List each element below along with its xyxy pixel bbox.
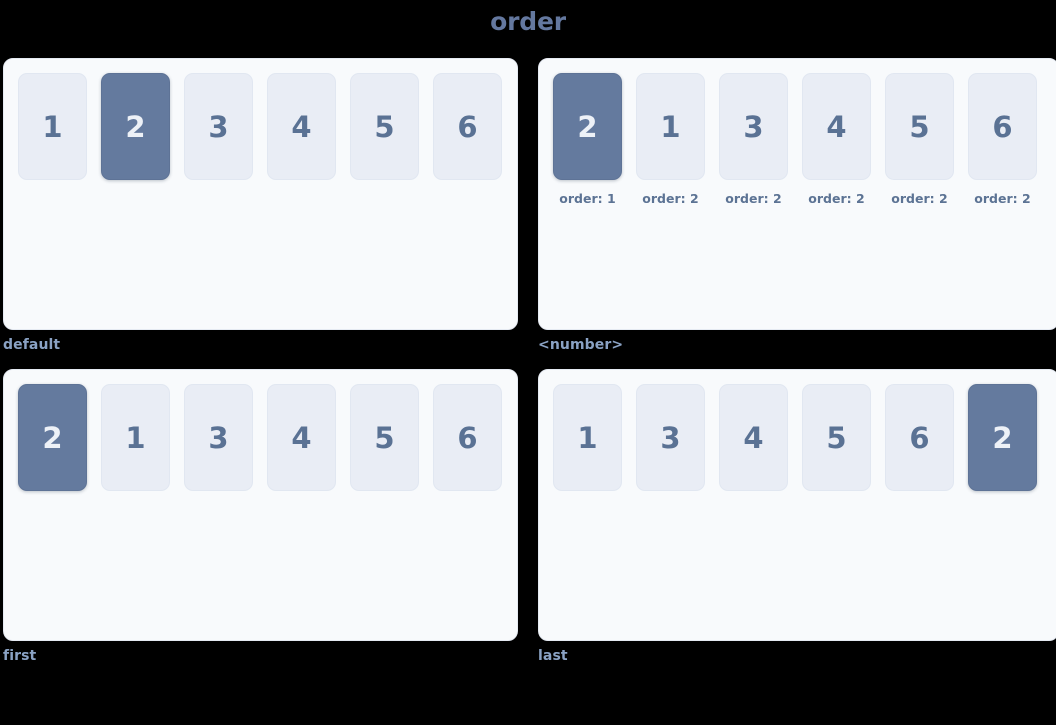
order-value-label: order: 2: [808, 191, 865, 206]
order-value-label: order: 2: [725, 191, 782, 206]
order-item-box[interactable]: 1: [636, 73, 705, 180]
order-item: 2 order: 1: [553, 73, 622, 206]
order-item-box-highlighted[interactable]: 2: [101, 73, 170, 180]
order-item-box[interactable]: 5: [802, 384, 871, 491]
order-item-box[interactable]: 4: [802, 73, 871, 180]
order-item: 5: [350, 73, 419, 180]
order-item-box[interactable]: 6: [885, 384, 954, 491]
order-item: 6: [885, 384, 954, 491]
panel-cell-number: 2 order: 1 1 order: 2 3 order: 2 4 order: 2 5 ord…: [538, 58, 1056, 353]
order-item-box[interactable]: 5: [350, 384, 419, 491]
panel-caption-default: default: [3, 337, 61, 353]
order-item-box[interactable]: 3: [636, 384, 705, 491]
order-item-box[interactable]: 1: [101, 384, 170, 491]
order-item: 1: [553, 384, 622, 491]
order-item-box[interactable]: 4: [267, 73, 336, 180]
order-item-box[interactable]: 5: [885, 73, 954, 180]
panel-caption-number: <number>: [538, 337, 624, 353]
order-item: 1 order: 2: [636, 73, 705, 206]
order-value-label: order: 2: [974, 191, 1031, 206]
order-item-box[interactable]: 3: [184, 73, 253, 180]
order-item-box-highlighted[interactable]: 2: [968, 384, 1037, 491]
order-item: 6 order: 2: [968, 73, 1037, 206]
order-item-box[interactable]: 1: [553, 384, 622, 491]
page-title: order: [490, 7, 566, 36]
order-item-box[interactable]: 3: [719, 73, 788, 180]
order-item-box-highlighted[interactable]: 2: [18, 384, 87, 491]
order-item: 5: [802, 384, 871, 491]
order-item: 1: [101, 384, 170, 491]
order-item: 4: [719, 384, 788, 491]
order-item: 3: [184, 384, 253, 491]
order-item: 3: [184, 73, 253, 180]
order-item-box[interactable]: 3: [184, 384, 253, 491]
panel-caption-first: first: [3, 648, 37, 664]
order-item-box[interactable]: 6: [433, 384, 502, 491]
order-item-box[interactable]: 4: [719, 384, 788, 491]
order-item: 5 order: 2: [885, 73, 954, 206]
order-item-box[interactable]: 6: [433, 73, 502, 180]
order-value-label: order: 1: [559, 191, 616, 206]
order-item: 2: [18, 384, 87, 491]
order-item: 5: [350, 384, 419, 491]
order-item-box[interactable]: 1: [18, 73, 87, 180]
order-item: 1: [18, 73, 87, 180]
order-item: 4: [267, 384, 336, 491]
order-item-box[interactable]: 5: [350, 73, 419, 180]
order-item: 3 order: 2: [719, 73, 788, 206]
order-item-box[interactable]: 4: [267, 384, 336, 491]
order-item: 2: [101, 73, 170, 180]
order-item: 3: [636, 384, 705, 491]
order-item-box-highlighted[interactable]: 2: [553, 73, 622, 180]
order-item: 4 order: 2: [802, 73, 871, 206]
order-item: 6: [433, 384, 502, 491]
order-item: 6: [433, 73, 502, 180]
demo-panel-number: 2 order: 1 1 order: 2 3 order: 2 4 order: 2 5 ord…: [538, 58, 1056, 330]
item-row-number: 2 order: 1 1 order: 2 3 order: 2 4 order: 2 5 ord…: [553, 73, 1044, 206]
order-item-box[interactable]: 6: [968, 73, 1037, 180]
order-value-label: order: 2: [891, 191, 948, 206]
order-value-label: order: 2: [642, 191, 699, 206]
order-item: 2: [968, 384, 1037, 491]
panel-caption-last: last: [538, 648, 568, 664]
order-item: 4: [267, 73, 336, 180]
